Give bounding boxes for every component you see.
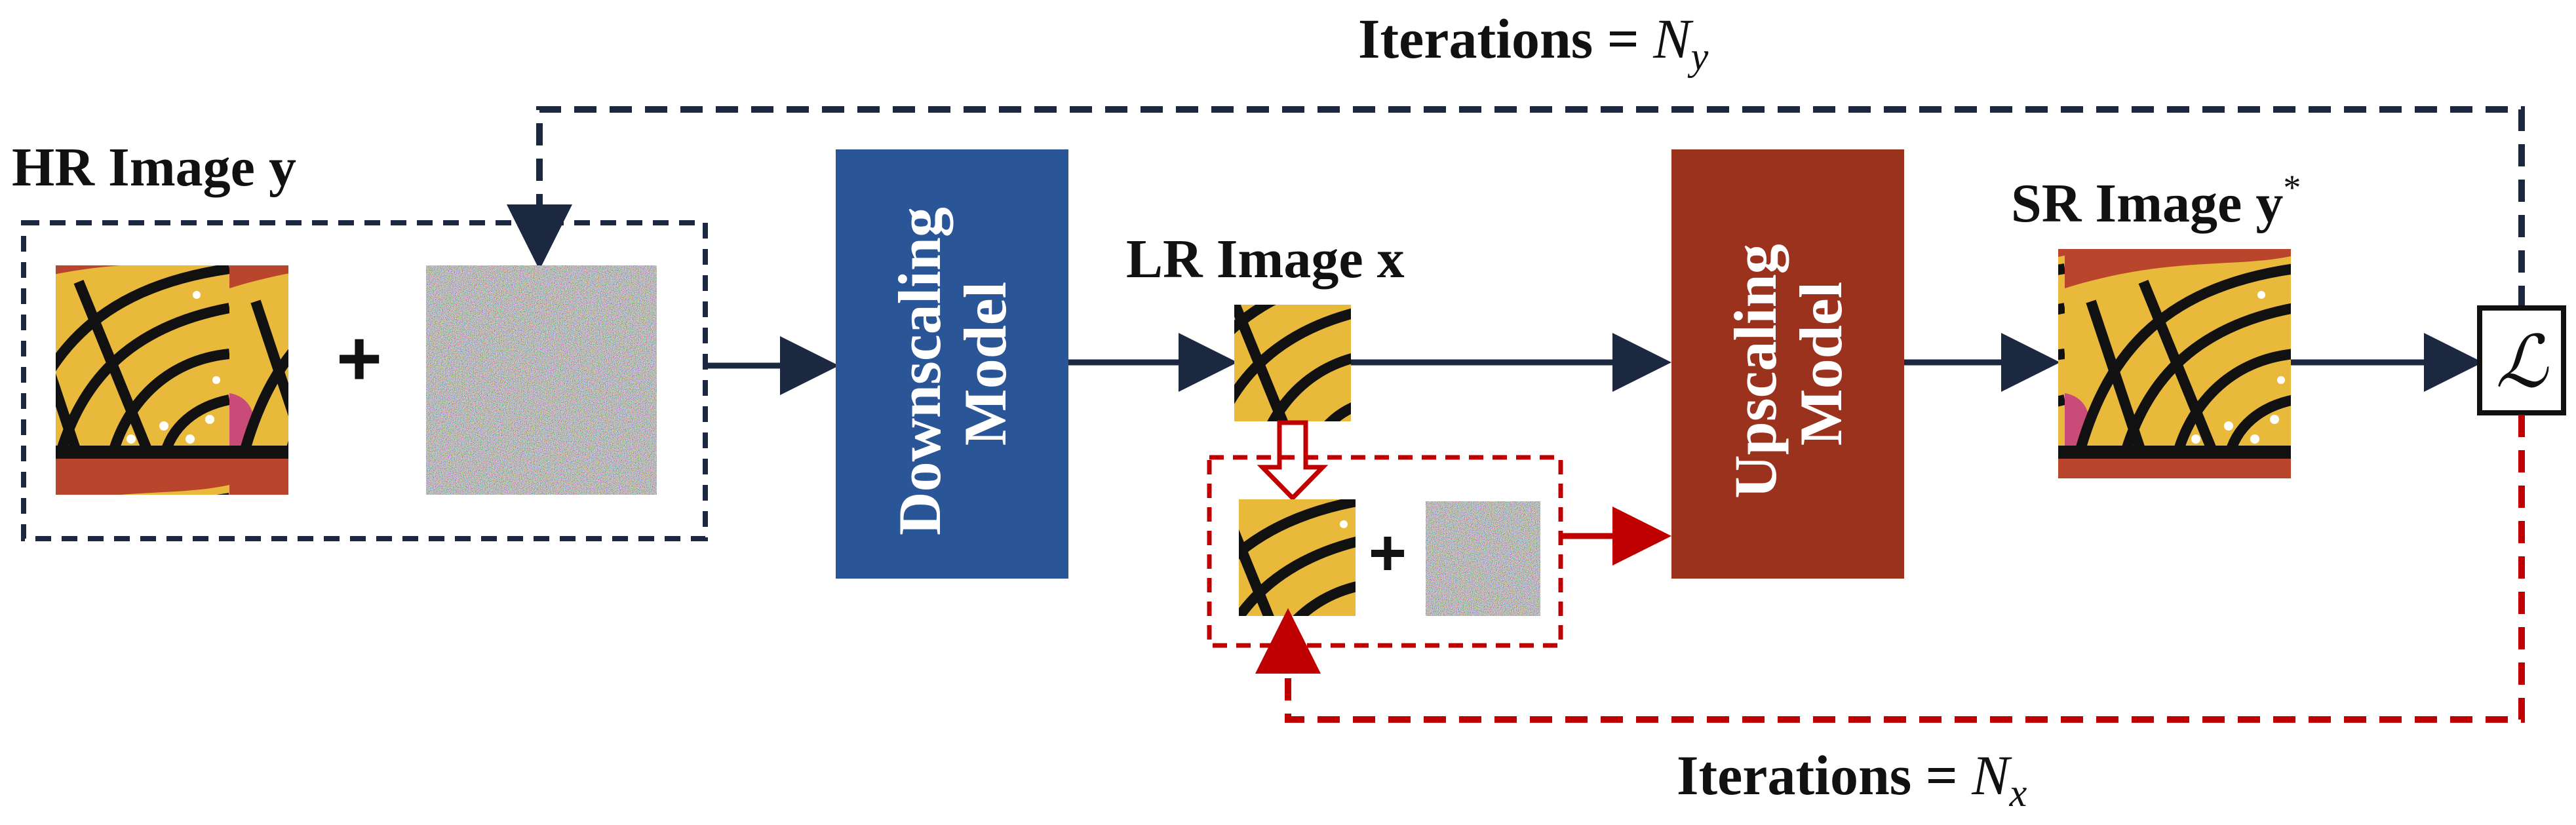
top-feedback-loop-line xyxy=(507,106,2525,308)
hr-image-label: HR Image y xyxy=(12,137,296,198)
lr-copy-butterfly-image xyxy=(1239,499,1356,616)
bottom-feedback-loop-line xyxy=(1255,415,2525,723)
lr-butterfly-image xyxy=(1234,305,1351,421)
lr-input-group-box xyxy=(1207,455,1563,648)
hr-butterfly-image xyxy=(56,265,288,495)
hr-input-group-box xyxy=(21,220,708,541)
lr-copy-down-arrow xyxy=(1257,420,1329,502)
sr-image-label: SR Image y* xyxy=(2011,168,2301,234)
lr-plus-sign: + xyxy=(1369,516,1407,590)
bottom-iterations-label: Iterations = Nx xyxy=(1677,744,2027,815)
upscaling-model-box xyxy=(1671,149,1904,579)
lr-image-label: LR Image x xyxy=(1126,229,1405,290)
upscaling-model-label: Upscaling Model xyxy=(1722,229,1854,499)
sr-butterfly-image xyxy=(2058,249,2291,478)
lr-noise-image xyxy=(1426,501,1540,616)
loss-symbol: ℒ xyxy=(2495,320,2549,404)
downscaling-model-label: Downscaling Model xyxy=(886,192,1019,535)
hr-plus-sign: + xyxy=(336,315,382,402)
downscaling-model-box xyxy=(836,149,1068,579)
hr-noise-image xyxy=(426,265,657,495)
loss-box xyxy=(2477,305,2566,415)
top-iterations-label: Iterations = Ny xyxy=(1358,7,1709,78)
